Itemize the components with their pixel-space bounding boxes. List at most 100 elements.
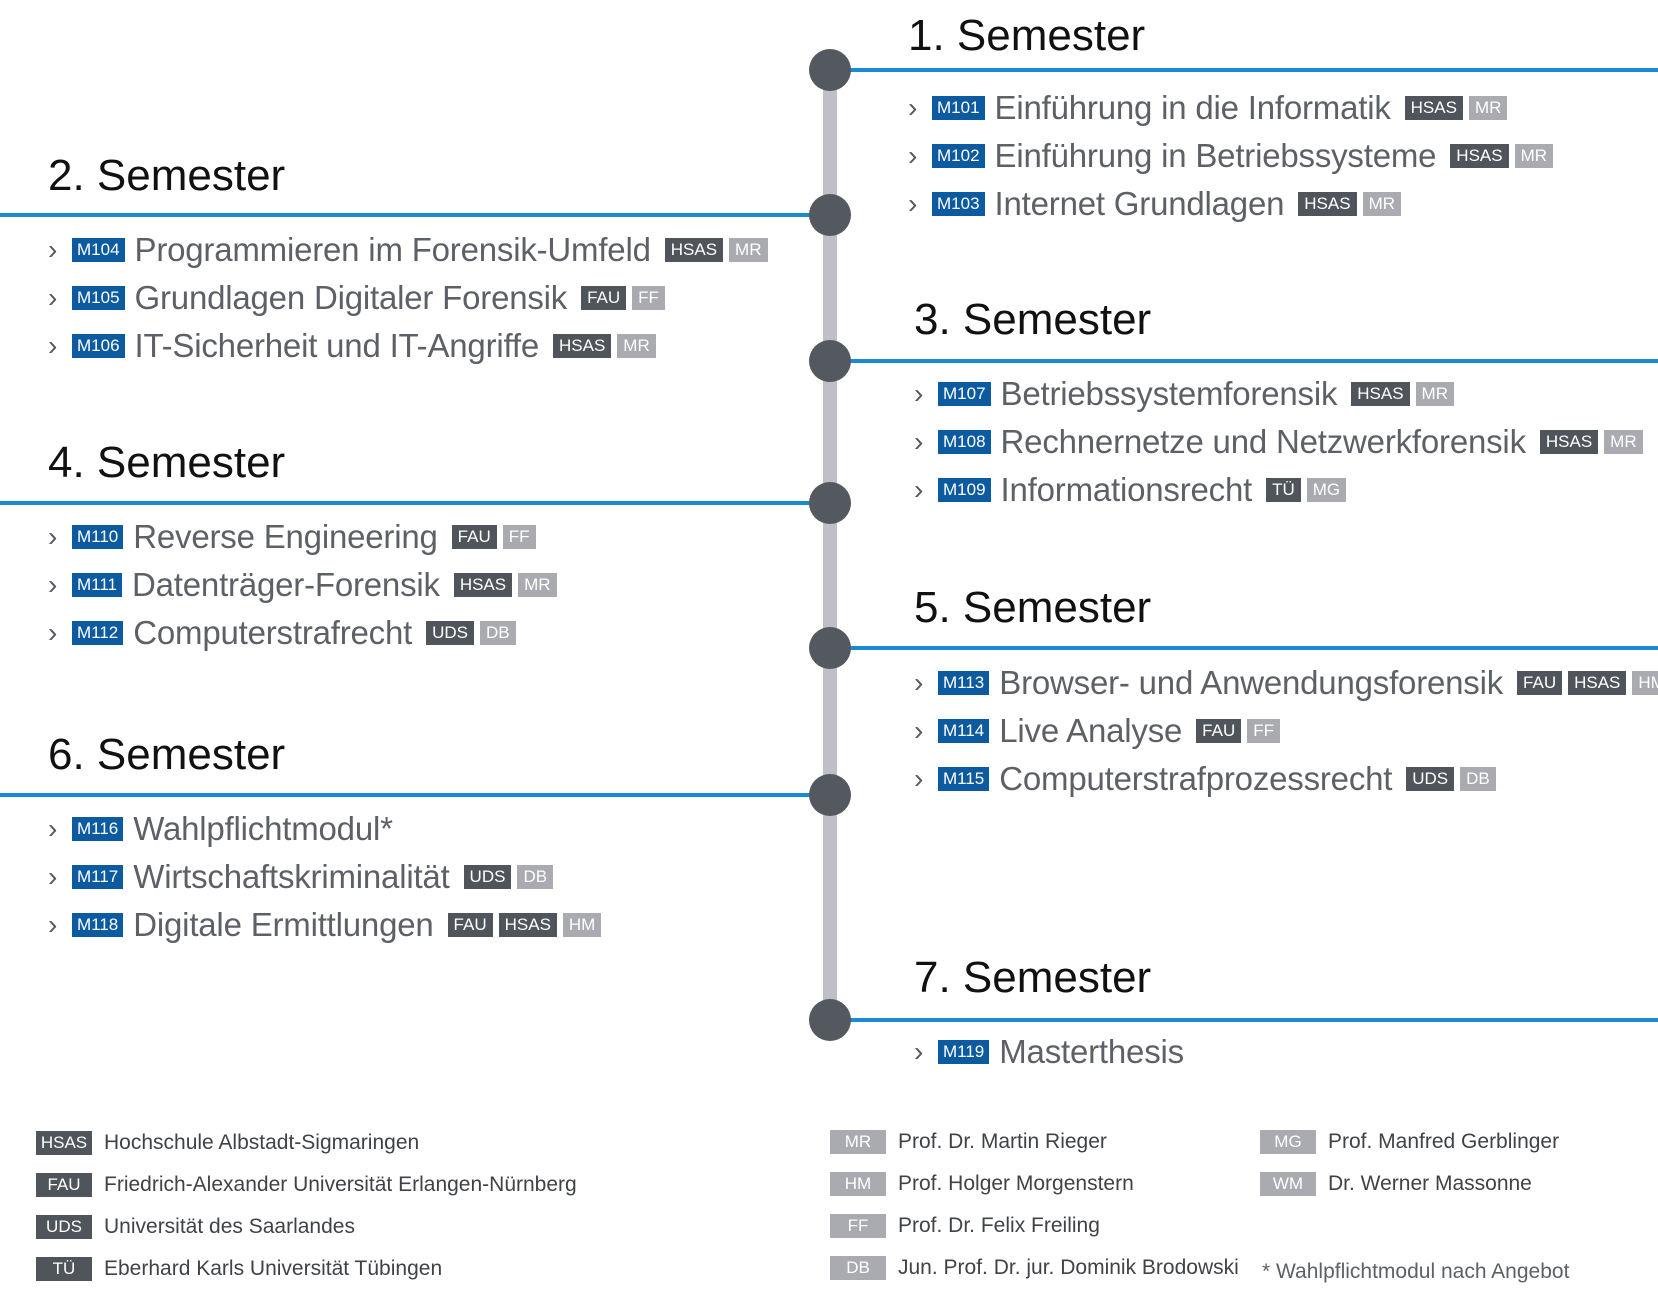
timeline-node-6: [809, 774, 851, 816]
lecturer-badge: MR: [1468, 96, 1508, 120]
module-code: M105: [72, 286, 125, 310]
module-code: M104: [72, 238, 125, 262]
semester-divider-6: [0, 793, 810, 797]
module-code: M115: [938, 767, 990, 791]
module-name: Grundlagen Digitaler Forensik: [134, 279, 568, 316]
legend-name: Hochschule Albstadt-Sigmaringen: [104, 1131, 420, 1154]
module-name: Live Analyse: [999, 712, 1183, 749]
legend-abbr: DB: [830, 1256, 886, 1280]
legend-name: Eberhard Karls Universität Tübingen: [104, 1257, 443, 1280]
lecturer-badge: MR: [1415, 382, 1454, 406]
module-name: Einführung in die Informatik: [994, 89, 1391, 126]
module-code: M106: [72, 334, 125, 358]
institution-badge: UDS: [426, 621, 475, 645]
lecturer-badge: FF: [632, 286, 665, 310]
semester-divider-2: [0, 213, 810, 217]
chevron-right-icon: ›: [48, 521, 58, 552]
module-code: M111: [72, 573, 123, 597]
chevron-right-icon: ›: [914, 474, 924, 505]
legend-name: Friedrich-Alexander Universität Erlangen…: [104, 1173, 577, 1196]
institution-badge: HSAS: [1568, 671, 1627, 695]
timeline-node-4: [809, 482, 851, 524]
legend-name: Prof. Holger Morgenstern: [898, 1172, 1134, 1195]
module-name: Wirtschaftskriminalität: [133, 858, 450, 895]
module-code: M102: [932, 144, 985, 168]
semester-title: 2. Semester: [48, 151, 286, 200]
legend-abbr: HM: [830, 1172, 886, 1196]
legend-abbr: WM: [1260, 1172, 1316, 1196]
lecturer-badge: HM: [1632, 671, 1658, 695]
lecturer-badge: FF: [1247, 719, 1280, 743]
semester-title: 6. Semester: [48, 730, 286, 779]
institution-badge: HSAS: [553, 334, 612, 358]
chevron-right-icon: ›: [908, 140, 918, 171]
module-code: M107: [938, 382, 991, 406]
semester-title: 3. Semester: [914, 295, 1152, 344]
module-name: Wahlpflichtmodul*: [133, 810, 393, 847]
institution-badge: HSAS: [1450, 144, 1509, 168]
chevron-right-icon: ›: [908, 92, 918, 123]
module-name: Reverse Engineering: [133, 518, 438, 555]
module-name: Masterthesis: [999, 1033, 1184, 1070]
chevron-right-icon: ›: [914, 1036, 924, 1067]
legend-abbr: FAU: [36, 1173, 92, 1197]
module-code: M117: [72, 865, 124, 889]
chevron-right-icon: ›: [48, 234, 58, 265]
institution-badge: HSAS: [453, 573, 513, 597]
chevron-right-icon: ›: [914, 667, 924, 698]
timeline-node-2: [809, 194, 851, 236]
legend-entry: HM Prof. Holger Morgenstern: [830, 1172, 1134, 1196]
module-name: Internet Grundlagen: [994, 185, 1285, 222]
legend-entry: TÜ Eberhard Karls Universität Tübingen: [36, 1257, 442, 1281]
lecturer-badge: DB: [480, 621, 516, 645]
chevron-right-icon: ›: [48, 330, 58, 361]
module-code: M118: [72, 913, 124, 937]
semester-title: 4. Semester: [48, 438, 286, 487]
semester-title: 7. Semester: [914, 953, 1152, 1002]
module-name: IT-Sicherheit und IT-Angriffe: [134, 327, 540, 364]
legend-abbr: TÜ: [36, 1257, 92, 1281]
module-code: M112: [72, 621, 124, 645]
module-code: M101: [932, 96, 985, 120]
lecturer-badge: FF: [502, 525, 536, 549]
institution-badge: UDS: [1406, 767, 1455, 791]
module-name: Computerstrafprozessrecht: [999, 760, 1393, 797]
semester-divider-7: [845, 1018, 1658, 1022]
legend-abbr: MR: [830, 1130, 886, 1154]
module-code: M110: [72, 525, 124, 549]
chevron-right-icon: ›: [48, 861, 58, 892]
chevron-right-icon: ›: [48, 569, 58, 600]
legend-entry: MR Prof. Dr. Martin Rieger: [830, 1130, 1107, 1154]
institution-badge: HSAS: [1298, 192, 1357, 216]
chevron-right-icon: ›: [914, 715, 924, 746]
module-name: Programmieren im Forensik-Umfeld: [134, 231, 651, 268]
legend-name: Prof. Dr. Martin Rieger: [898, 1130, 1107, 1153]
legend-name: Dr. Werner Massonne: [1328, 1172, 1532, 1195]
chevron-right-icon: ›: [914, 378, 924, 409]
institution-badge: FAU: [447, 913, 493, 937]
semester-divider-1: [845, 68, 1658, 72]
module-code: M108: [938, 430, 991, 454]
